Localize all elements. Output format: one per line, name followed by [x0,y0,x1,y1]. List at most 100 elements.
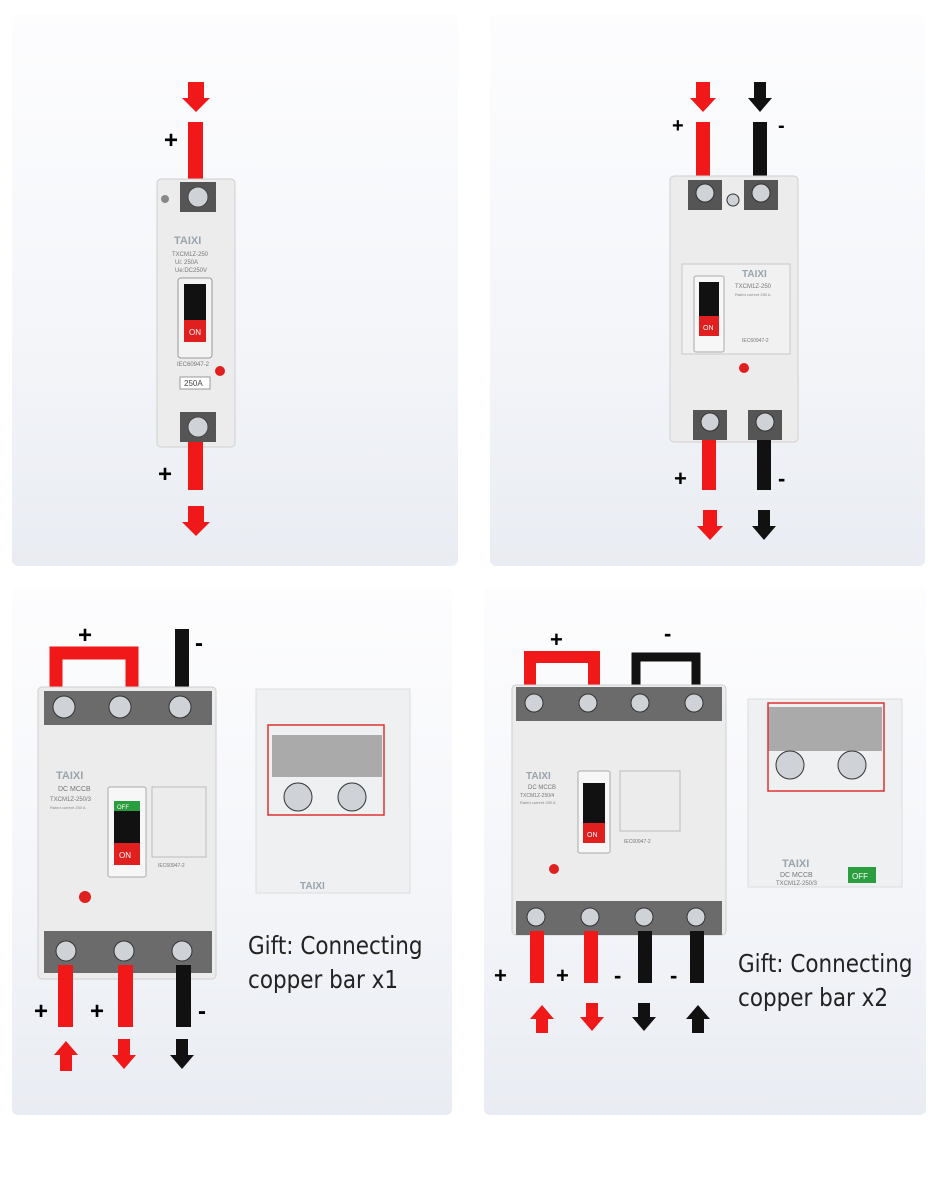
terminal-screw-icon [684,693,704,713]
negative-wire [757,440,771,490]
terminal-screw-icon [634,907,654,927]
trip-button[interactable] [215,366,225,376]
type-label: DC MCCB [528,785,556,791]
handle-switch[interactable] [583,783,605,823]
gift-line-2: copper bar x1 [248,965,399,994]
copper-bar-bridge-left [524,651,600,687]
output-arrow-icon [632,1003,656,1031]
type-label: DC MCCB [58,786,91,793]
terminal-screw-icon [755,412,775,432]
input-arrow-icon [748,82,772,112]
polarity-top-right: - [778,115,785,137]
terminal-screw-icon [113,940,135,962]
inset-closeup [255,688,411,894]
trip-button[interactable] [739,363,749,373]
terminal-screw-icon [171,940,193,962]
rated-label: Rated current 250 A [735,292,771,297]
model-label: TXCM1Z-250 [172,252,209,258]
gift-line-2: copper bar x2 [738,983,889,1012]
positive-wire [584,931,598,983]
current-label: Ui: 250A [175,260,198,266]
handle-off [114,801,140,811]
rating-plate [179,376,211,390]
voltage-label: Ue:DC250V [175,268,207,274]
polarity-top: + [164,127,178,154]
polarity-bottom-left: + [674,466,687,491]
standard-label: IEC60947-2 [742,338,769,344]
standard-label: IEC60947-2 [624,839,651,845]
standard-label: IEC60947-2 [158,863,185,869]
terminal-screw-icon [108,695,132,719]
copper-bar-bridge [49,646,139,691]
output-arrow-icon [182,506,210,536]
polarity-bottom-1: + [494,963,507,988]
terminal-screw-icon [526,907,546,927]
mount-screw-icon [726,193,740,207]
input-arrow-icon [530,1005,554,1033]
terminal-screw-icon [775,750,805,780]
rated-label: Rated current 250 A [520,800,556,805]
positive-wire [530,931,544,983]
terminal-screw-icon [700,412,720,432]
mount-screw-icon [161,195,169,203]
polarity-bridge-right: - [664,621,671,646]
polarity-bottom: + [158,461,172,488]
handle-on [583,823,605,843]
inset-brand-label: TAIXI [782,858,809,870]
terminal-screw-icon [55,940,77,962]
polarity-bottom-3: - [614,963,621,988]
polarity-top-right: - [195,630,203,657]
two-pole-breaker-illustration: + - TAIXI TXCM1Z-250 Rated current 250 A… [669,82,799,540]
brand-label: TAIXI [526,771,551,782]
panel-two-pole: + - TAIXI TXCM1Z-250 Rated current 250 A… [490,14,925,566]
positive-wire [188,442,203,490]
handle-on-label: ON [119,851,131,860]
inset-brand-label: TAIXI [300,881,325,892]
terminal-screw-icon [168,695,192,719]
trip-button[interactable] [549,864,559,874]
four-pole-breaker-illustration: + - TAIXI DC MCCB TXCM1Z-250/4 Rated cur… [494,621,903,1033]
breaker-body [511,684,727,936]
negative-wire [176,965,191,1027]
handle-on-label: ON [703,325,714,332]
panel-three-pole: + - TAIXI DC MCCB TXCM1Z-250/3 Rated cur… [12,587,452,1115]
model-label: TXCM1Z-250 [735,284,772,290]
terminal-screw-icon [524,693,544,713]
wiring-diagram [619,770,681,832]
copper-bar-bridge-right [631,652,701,687]
terminal-screw-icon [578,693,598,713]
handle-on-label: ON [189,328,201,337]
terminal-screw-icon [283,782,313,812]
copper-bar-closeup [272,735,382,777]
terminal-screw-icon [337,782,367,812]
brand-label: TAIXI [56,770,83,782]
polarity-bottom-2: + [90,998,104,1025]
terminal-screw-icon [751,183,771,203]
handle-on-label: ON [587,832,598,839]
positive-wire [118,965,133,1027]
polarity-bottom-2: + [556,963,569,988]
output-arrow-icon [580,1003,604,1031]
rating-label: 250A [184,379,203,388]
terminal-screw-icon [686,907,706,927]
single-pole-breaker-illustration: + TAIXI TXCM1Z-250 Ui: 250A Ue:DC250V ON… [156,82,236,536]
terminal-screw-icon [630,693,650,713]
highlight-box [767,702,885,792]
standard-label: IEC60947-2 [177,362,210,368]
handle-switch[interactable] [184,284,206,320]
handle-off-label: OFF [117,805,129,811]
three-pole-breaker-illustration: + - TAIXI DC MCCB TXCM1Z-250/3 Rated cur… [34,622,411,1071]
trip-button[interactable] [79,891,91,903]
inset-type-label: DC MCCB [780,872,813,879]
gift-line-1: Gift: Connecting [738,949,913,978]
negative-wire [175,629,189,693]
terminal-screw-icon [52,695,76,719]
handle-switch[interactable] [699,282,719,316]
gift-line-1: Gift: Connecting [248,931,423,960]
terminal-screw-icon [837,750,867,780]
copper-bar-closeup [768,707,882,751]
negative-wire [753,122,767,182]
gift-caption: Gift: Connecting copper bar x1 [248,929,422,997]
terminal-screw-icon [187,186,209,208]
output-arrow-icon [170,1039,194,1069]
